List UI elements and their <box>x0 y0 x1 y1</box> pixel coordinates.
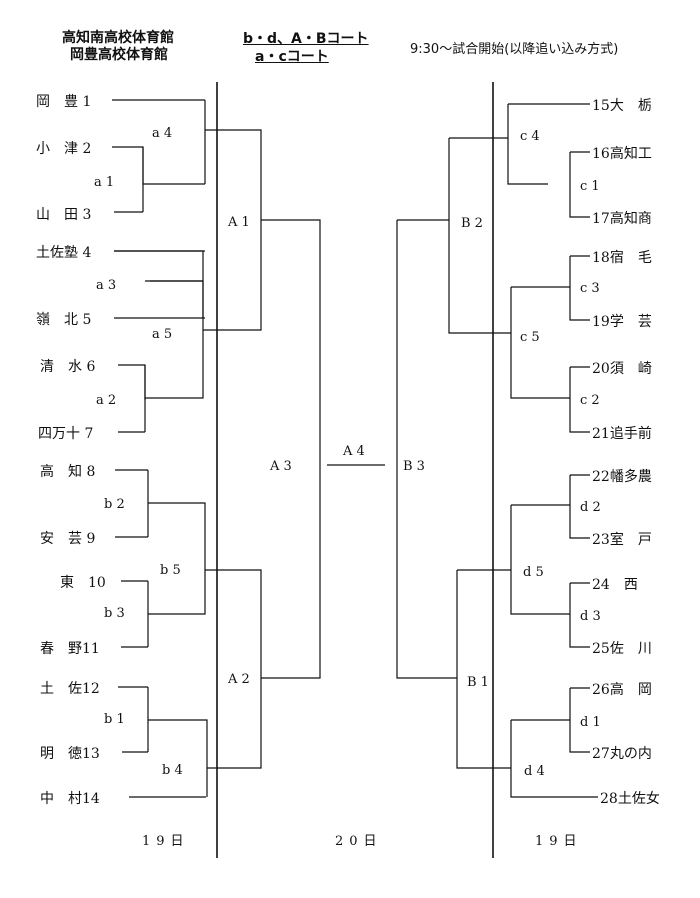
team-11: 春 野11 <box>40 641 100 657</box>
team-7: 四万十 7 <box>38 426 93 442</box>
match-c3: c 3 <box>580 281 600 296</box>
match-d3: d 3 <box>580 609 601 624</box>
match-c5: c 5 <box>520 330 540 345</box>
match-B2: B 2 <box>461 216 483 231</box>
team-28: 28土佐女 <box>600 790 660 807</box>
match-d2: d 2 <box>580 500 601 515</box>
courts-2: a・cコート <box>255 49 329 65</box>
match-a5: a 5 <box>152 327 172 342</box>
team-9: 安 芸 9 <box>40 531 95 547</box>
team-6: 清 水 6 <box>40 359 95 375</box>
team-1: 岡 豊 1 <box>36 94 91 110</box>
match-A1: A 1 <box>227 215 250 230</box>
team-4: 土佐塾 4 <box>36 245 91 261</box>
match-d4: d 4 <box>524 764 545 779</box>
team-12: 土 佐12 <box>40 681 100 697</box>
team-10: 東 10 <box>60 575 106 591</box>
day-right: 19日 <box>535 834 583 849</box>
day-left: 19日 <box>142 834 190 849</box>
venue-2: 岡豊高校体育館 <box>70 47 168 63</box>
team-25: 25佐 川 <box>592 641 652 657</box>
match-A3: A 3 <box>269 459 292 474</box>
team-21: 21追手前 <box>592 425 652 442</box>
team-14: 中 村14 <box>40 791 100 807</box>
courts-1: b・d、A・Bコート <box>243 31 369 47</box>
team-15: 15大 栃 <box>592 98 652 114</box>
match-b2: b 2 <box>104 497 125 512</box>
match-c4: c 4 <box>520 129 540 144</box>
team-13: 明 徳13 <box>40 746 100 762</box>
team-2: 小 津 2 <box>36 141 91 157</box>
team-18: 18宿 毛 <box>592 249 652 266</box>
match-d5: d 5 <box>523 565 544 580</box>
match-b4: b 4 <box>162 763 183 778</box>
team-5: 嶺 北 5 <box>36 312 91 328</box>
team-26: 26高 岡 <box>592 681 652 698</box>
match-a1: a 1 <box>94 175 114 190</box>
match-d1: d 1 <box>580 715 601 730</box>
match-A4: A 4 <box>342 444 365 459</box>
team-20: 20須 崎 <box>592 361 652 377</box>
team-16: 16高知工 <box>592 145 652 162</box>
team-27: 27丸の内 <box>592 746 652 762</box>
match-B3: B 3 <box>403 459 425 474</box>
match-a4: a 4 <box>152 126 172 141</box>
team-23: 23室 戸 <box>592 531 652 548</box>
match-b1: b 1 <box>104 712 125 727</box>
match-a2: a 2 <box>96 393 116 408</box>
match-a3: a 3 <box>96 278 116 293</box>
team-19: 19学 芸 <box>592 314 652 330</box>
bracket-lines <box>112 99 598 798</box>
match-b5: b 5 <box>160 563 181 578</box>
team-3: 山 田 3 <box>36 207 91 223</box>
match-c2: c 2 <box>580 393 600 408</box>
team-8: 高 知 8 <box>40 463 95 480</box>
team-22: 22幡多農 <box>592 468 652 485</box>
start-time-note: 9:30〜試合開始(以降追い込み方式) <box>410 42 619 57</box>
match-A2: A 2 <box>227 672 250 687</box>
match-b3: b 3 <box>104 606 125 621</box>
team-24: 24 西 <box>592 577 638 593</box>
match-c1: c 1 <box>580 179 600 194</box>
venue-1: 高知南高校体育館 <box>62 30 174 46</box>
team-17: 17高知商 <box>592 210 652 227</box>
day-center: 20日 <box>335 834 383 849</box>
match-B1: B 1 <box>467 675 489 690</box>
